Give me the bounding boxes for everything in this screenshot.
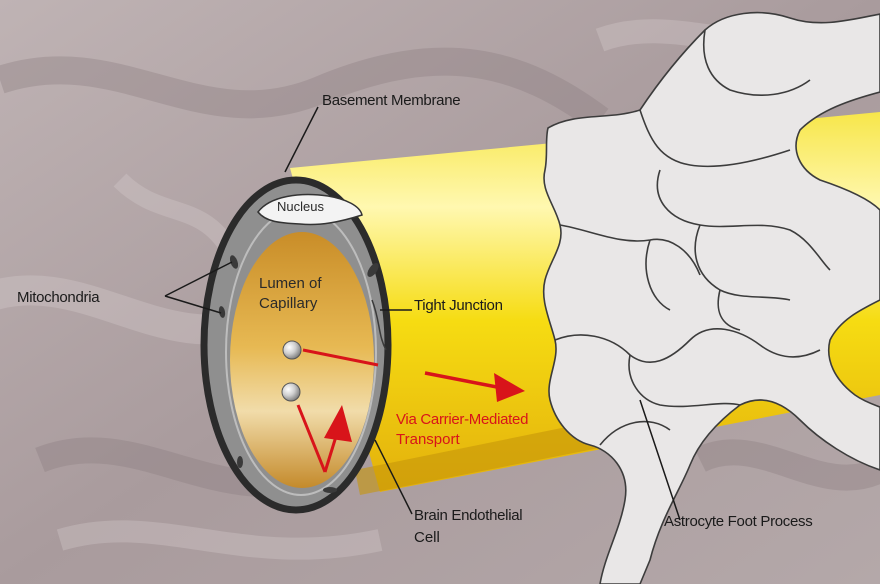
label-mitochondria: Mitochondria [17,290,99,305]
label-endothelial-line1: Brain Endothelial [414,508,522,523]
label-nucleus: Nucleus [277,200,324,213]
label-basement-membrane: Basement Membrane [322,93,460,108]
label-astrocyte-foot-process: Astrocyte Foot Process [664,514,812,529]
transport-molecule-1 [283,341,301,359]
label-lumen-line1: Lumen of [259,276,322,291]
label-endothelial-line2: Cell [414,530,440,545]
label-tight-junction: Tight Junction [414,298,503,313]
label-transport-line1: Via Carrier-Mediated [396,412,528,427]
transport-molecule-2 [282,383,300,401]
label-transport-line2: Transport [396,432,460,447]
label-lumen-line2: Capillary [259,296,317,311]
